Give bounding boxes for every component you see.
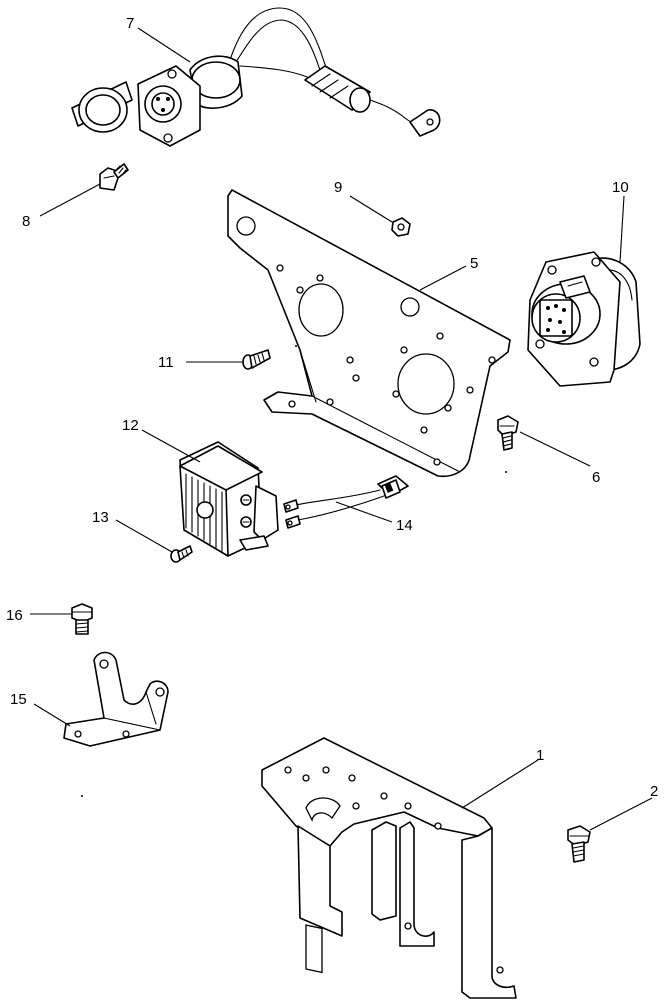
item-6-hex-bolt-icon: [497, 415, 519, 451]
callout-6: 6: [592, 469, 600, 486]
callout-11: 11: [158, 354, 174, 371]
callout-10: 10: [612, 179, 629, 196]
item-13-screw-icon: [170, 545, 193, 563]
callout-13: 13: [92, 509, 109, 526]
callout-16: 16: [6, 607, 23, 624]
callout-15: 15: [10, 691, 27, 708]
callout-1: 1: [536, 747, 544, 764]
item-12-backup-alarm-icon: [179, 441, 279, 557]
item-5-mounting-plate-icon: [227, 189, 511, 478]
item-8-hex-bolt-icon: [99, 163, 129, 191]
callout-2: 2: [650, 783, 658, 800]
item-16-hex-bolt-icon: [71, 603, 93, 635]
item-14-wire-lead-icon: [283, 475, 409, 529]
callout-12: 12: [122, 417, 139, 434]
item-9-hex-nut-icon: [391, 217, 411, 237]
callout-14: 14: [396, 517, 413, 534]
callout-9: 9: [334, 179, 342, 196]
item-15-small-bracket-icon: [63, 651, 169, 747]
callout-8: 8: [22, 213, 30, 230]
item-10-trailer-socket-icon: [527, 251, 641, 387]
item-7-harness-socket-icon: [71, 7, 441, 147]
item-2-hex-bolt-icon: [567, 825, 591, 863]
callout-5: 5: [470, 255, 478, 272]
callout-7: 7: [126, 15, 134, 32]
item-1-support-bracket-icon: [261, 737, 517, 999]
item-11-screw-icon: [242, 349, 271, 370]
